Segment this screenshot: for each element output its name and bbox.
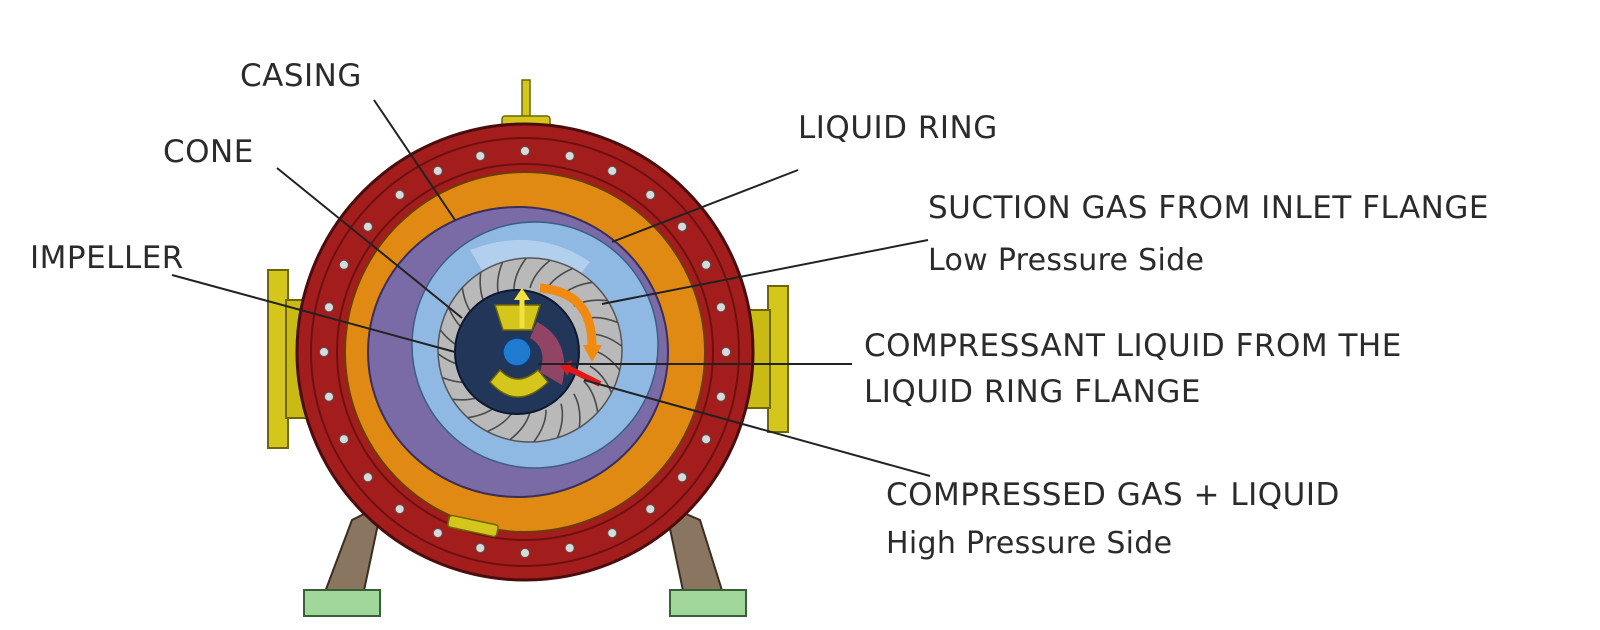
casing-bolt [716, 391, 726, 402]
impeller-vane [573, 393, 581, 428]
casing-bolt [394, 504, 405, 515]
label-suction-gas: SUCTION GAS FROM INLET FLANGE [928, 190, 1489, 226]
casing-bolt [324, 302, 334, 313]
leader-lines [171, 99, 931, 477]
label-impeller: IMPELLER [30, 240, 184, 276]
leader-compressed-gas [583, 379, 931, 477]
casing-bolt [564, 543, 575, 553]
leader-impeller [171, 274, 456, 353]
casing-bolt [645, 189, 656, 200]
casing-bolt [338, 259, 349, 270]
casing-bolt [520, 146, 530, 156]
casing-bolt [362, 472, 373, 483]
impeller-vane [509, 411, 531, 441]
impeller-vane [513, 257, 527, 291]
casing-bolt [677, 221, 688, 232]
impeller-vane [589, 365, 613, 393]
left-foot [303, 589, 381, 617]
casing-bolt [394, 189, 405, 200]
casing-bolt [607, 165, 618, 176]
label-compressed-gas: COMPRESSED GAS + LIQUID [886, 477, 1340, 513]
casing-bolt [701, 259, 712, 270]
casing-bolt [475, 543, 486, 553]
compressed-arrow-shaft [566, 365, 602, 387]
label-compressed-gas-sub: High Pressure Side [886, 526, 1172, 561]
top-lifting-lug [501, 79, 551, 131]
impeller-vane [556, 403, 564, 439]
impeller-vane [529, 259, 551, 289]
casing-bolt [432, 528, 443, 539]
cone-center [502, 337, 532, 367]
casing-bolt [432, 165, 443, 176]
casing-bolt [564, 151, 575, 161]
casing-bolt [319, 347, 329, 357]
casing-bolt [475, 151, 486, 161]
casing-bolt [324, 391, 334, 402]
casing-bolt [721, 347, 731, 357]
label-liquid-ring: LIQUID RING [798, 110, 998, 146]
casing-bolt [338, 434, 349, 445]
nameplate [447, 514, 499, 538]
support-legs [303, 503, 747, 617]
casing-bolt [701, 434, 712, 445]
casing-bolt [607, 528, 618, 539]
casing-bolts [319, 146, 731, 558]
casing-bolt [362, 221, 373, 232]
right-foot [669, 589, 747, 617]
leader-casing [373, 99, 456, 221]
label-casing: CASING [240, 58, 362, 94]
leader-liquid-ring [611, 169, 799, 243]
casing-bolt [520, 548, 530, 558]
label-compressant-line2: LIQUID RING FLANGE [864, 374, 1201, 410]
leader-suction-gas [601, 239, 929, 305]
cone [454, 289, 580, 415]
impeller-vane [583, 380, 599, 413]
leader-cone [276, 167, 463, 319]
labels: CASING CONE IMPELLER LIQUID RING SUCTION… [30, 58, 1489, 561]
casing-bolt [677, 472, 688, 483]
label-cone: CONE [163, 134, 254, 170]
casing-bolt [645, 504, 656, 515]
casing-bolt [716, 302, 726, 313]
suction-arrow [539, 283, 597, 346]
label-suction-gas-sub: Low Pressure Side [928, 243, 1204, 278]
up-arrow-head [514, 288, 530, 300]
impeller-vane [533, 409, 547, 443]
label-compressant-line1: COMPRESSANT LIQUID FROM THE [864, 328, 1402, 364]
